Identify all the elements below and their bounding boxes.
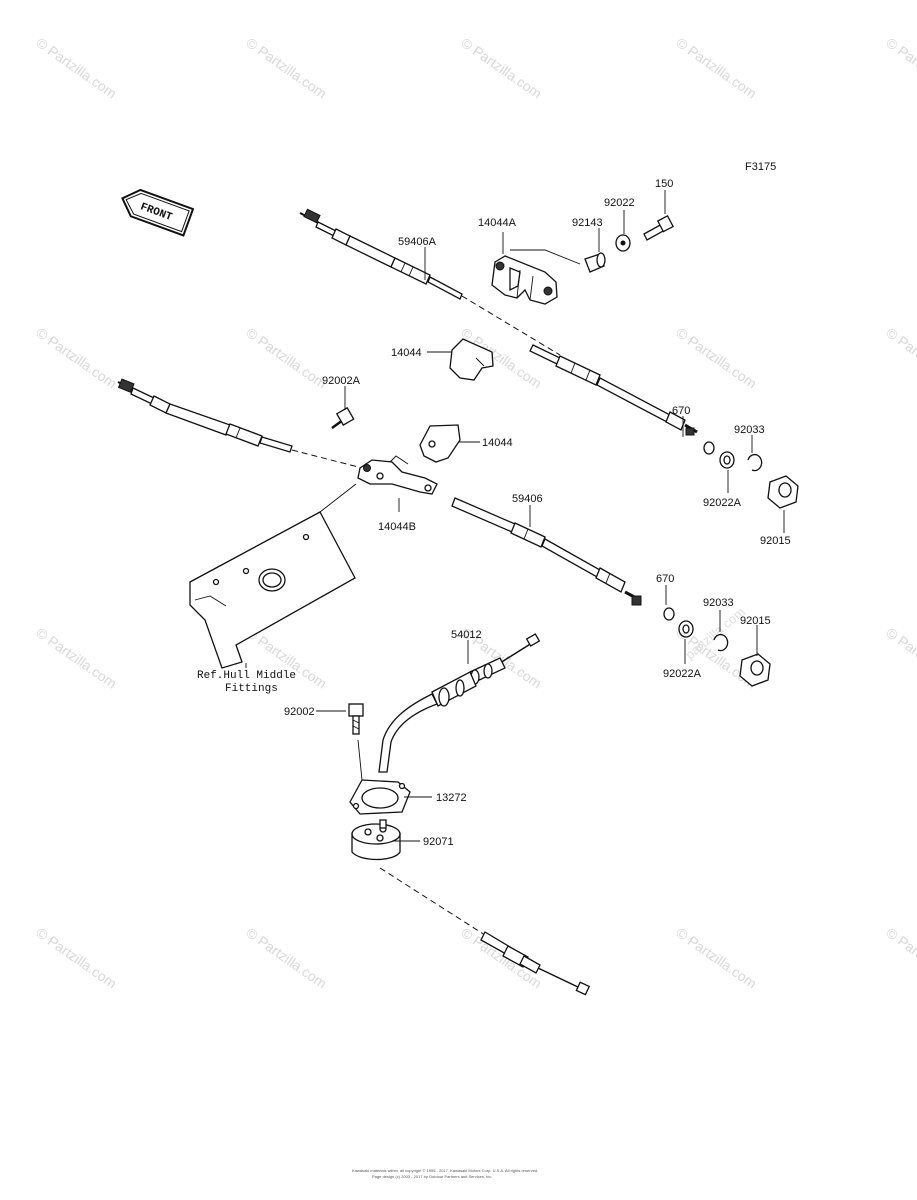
- label-14044B: 14044B: [378, 521, 416, 533]
- watermark: © Partzilla.com: [673, 924, 759, 991]
- bolt-150: [643, 215, 674, 241]
- label-92015-lower: 92015: [740, 615, 771, 627]
- watermark: © Partzilla.com: [883, 34, 917, 101]
- watermark: © Partzilla.com: [883, 924, 917, 991]
- bolt-92002A: [331, 406, 355, 430]
- label-13272: 13272: [436, 792, 467, 804]
- label-92002A: 92002A: [322, 375, 361, 387]
- reference-note-line2: Fittings: [225, 683, 278, 695]
- reference-note-line1: Ref.Hull Middle: [197, 670, 296, 682]
- label-92022: 92022: [604, 197, 635, 209]
- leader-lines: [245, 190, 785, 842]
- cable-59406A: [299, 208, 698, 436]
- copyright-line: Kawasaki materials within, all copyright…: [352, 1168, 538, 1173]
- cable-59406: [451, 497, 642, 606]
- front-arrow-icon: FRONT: [121, 188, 195, 237]
- nut-92015-upper: [767, 475, 799, 509]
- cable-54012-end: [379, 867, 591, 996]
- grommet-92071: [351, 819, 401, 861]
- clip-14044-mid: [419, 424, 461, 463]
- bracket-14044B: [357, 455, 438, 495]
- collar-92143: [584, 252, 606, 273]
- label-92022A-upper: 92022A: [703, 497, 742, 509]
- bolt-92002: [348, 703, 364, 735]
- watermark: © Partzilla.com: [673, 34, 759, 101]
- nut-92015-lower: [739, 653, 771, 687]
- label-92022A-lower: 92022A: [663, 668, 702, 680]
- watermark: © Partzilla.com: [883, 324, 917, 391]
- washer-92022A-upper: [719, 451, 735, 469]
- label-59406A: 59406A: [398, 236, 437, 248]
- watermark: © Partzilla.com: [33, 34, 119, 101]
- label-92015-upper: 92015: [760, 535, 791, 547]
- label-92033-upper: 92033: [734, 424, 765, 436]
- hull-middle-fitting: [189, 483, 357, 669]
- watermark: © Partzilla.com: [33, 924, 119, 991]
- label-14044A: 14044A: [478, 217, 517, 229]
- o-ring-670-upper: [703, 441, 715, 455]
- part-labels: 150 92022 14044A 92143 59406A 14044 9200…: [197, 178, 791, 848]
- o-ring-670-lower: [663, 607, 675, 621]
- label-92071: 92071: [423, 836, 454, 848]
- label-14044-upper: 14044: [391, 347, 422, 359]
- bracket-14044A: [491, 255, 558, 305]
- label-670-upper: 670: [672, 405, 690, 417]
- label-59406: 59406: [512, 493, 543, 505]
- plate-13272: [349, 779, 411, 815]
- label-92002: 92002: [284, 706, 315, 718]
- label-54012: 54012: [451, 629, 482, 641]
- label-150: 150: [655, 178, 673, 190]
- cable-59406-left: [117, 378, 371, 471]
- label-92143: 92143: [572, 217, 603, 229]
- clip-92033-lower: [713, 633, 729, 652]
- label-670-lower: 670: [656, 573, 674, 585]
- clip-92033-upper: [747, 453, 763, 472]
- watermark: © Partzilla.com: [33, 624, 119, 691]
- watermark: © Partzilla.com: [458, 34, 544, 101]
- watermark: © Partzilla.com: [673, 324, 759, 391]
- watermark: © Partzilla.com: [243, 34, 329, 101]
- watermark: © Partzilla.com: [243, 324, 329, 391]
- watermark: © Partzilla.com: [33, 324, 119, 391]
- watermark: © Partzilla.com: [243, 924, 329, 991]
- label-14044-mid: 14044: [482, 437, 513, 449]
- washer-92022-hole: [620, 240, 626, 246]
- copyright-line: Page design (c) 2003 - 2017 by Outdoor P…: [372, 1174, 493, 1179]
- figure-code: F3175: [745, 161, 776, 173]
- clip-14044-upper: [449, 338, 494, 381]
- watermark: © Partzilla.com: [883, 624, 917, 691]
- washer-92022A-lower: [678, 620, 694, 638]
- label-92033-lower: 92033: [703, 597, 734, 609]
- cable-54012: [378, 633, 541, 773]
- watermark: © Partzilla.com: [458, 924, 544, 991]
